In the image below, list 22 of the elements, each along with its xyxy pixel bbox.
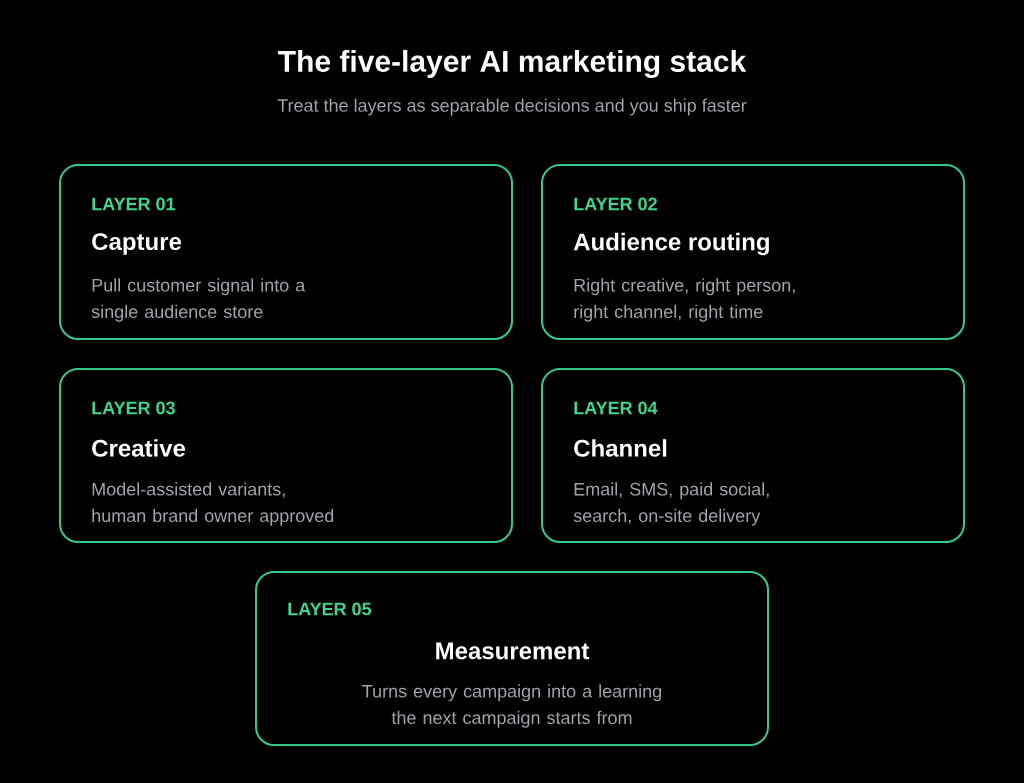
card-description: Model-assisted variants, human brand owner approved [92,482,334,526]
title: The five-layer AI marketing stack [278,49,747,79]
layer-card [541,368,965,543]
card-description: Right creative, right person, right channel, right time [574,278,795,322]
layer-label: LAYER 02 [574,197,657,211]
subtitle: Treat the layers as separable decisions and you ship faster [277,98,747,116]
card-heading: Creative [92,439,186,457]
card-description: Email, SMS, paid social, search, on-site delivery [573,482,769,526]
card-description: Pull customer signal into a single audience store [91,278,306,322]
layer-card [255,571,769,746]
layer-label: LAYER 01 [92,197,176,211]
card-heading: Channel [574,439,667,457]
layer-card [541,164,965,340]
layer-label: LAYER 04 [574,401,658,415]
layer-card [59,368,513,543]
layer-label: LAYER 03 [92,401,175,415]
card-heading: Capture [92,233,182,255]
card-heading: Measurement [436,642,590,660]
card-heading: Audience routing [573,232,769,256]
card-description: Turns every campaign into a learning the next campaign starts from [362,684,661,728]
layer-card [59,164,513,340]
layer-label: LAYER 05 [288,602,372,616]
